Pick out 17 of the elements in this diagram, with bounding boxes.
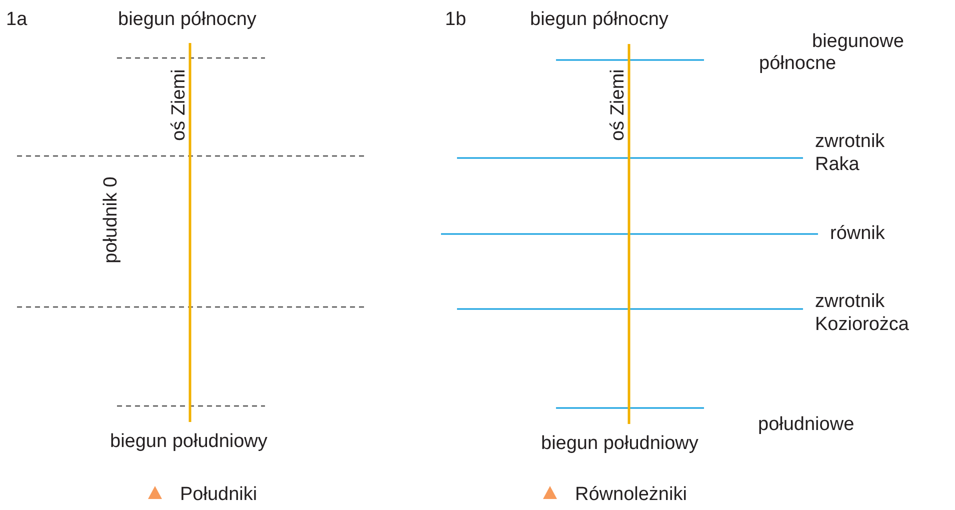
parallel-label: biegunowe [812, 30, 904, 53]
axis-label: oś Ziemi [606, 69, 630, 141]
caption: Równoleżniki [575, 483, 687, 506]
parallel-label: południowe [758, 413, 854, 436]
panel-number: 1b [445, 8, 466, 31]
pole-label: biegun północny [118, 8, 256, 31]
meridian-label: południk 0 [100, 176, 122, 264]
parallel-label: zwrotnik Koziorożca [815, 290, 910, 336]
pole-label: biegun północny [530, 8, 668, 31]
caption: Południki [180, 483, 258, 506]
parallel-label: równik [830, 222, 885, 245]
panel-number: 1a [6, 8, 28, 31]
axis-label: oś Ziemi [168, 69, 190, 141]
pole-label: biegun południowy [110, 430, 268, 453]
parallel-label: zwrotnik Raka [815, 130, 886, 176]
parallel-label: północne [759, 52, 836, 75]
pole-label: biegun południowy [541, 432, 698, 455]
